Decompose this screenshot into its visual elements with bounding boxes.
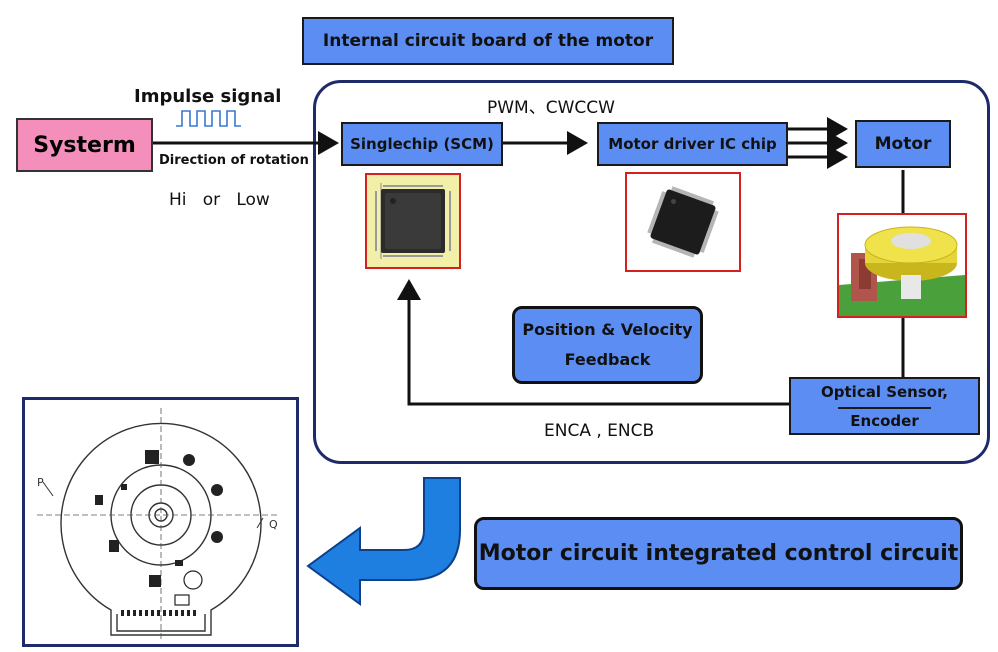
feedback-label-line1: Position & Velocity (522, 320, 693, 339)
small-ic-chip-icon (647, 186, 719, 258)
motor-driver-block: Motor driver IC chip (597, 122, 788, 166)
encoder-image (837, 213, 967, 318)
schematic-label-p: P (37, 476, 44, 489)
circuit-board-panel (313, 80, 990, 464)
big-curved-arrow-icon (306, 477, 461, 606)
scm-block: Singlechip (SCM) (341, 122, 503, 166)
scm-chip-image (365, 173, 461, 269)
enca-encb-label: ENCA , ENCB (544, 421, 655, 441)
motor-label: Motor (874, 134, 932, 154)
hi-low-label: Hi or Low (169, 190, 270, 210)
feedback-arrow (397, 279, 789, 406)
sensor-label-line2: Encoder (838, 407, 931, 434)
feedback-box: Position & Velocity Feedback (512, 306, 703, 384)
impulse-waveform-icon (176, 110, 241, 127)
qfp-chip-icon (367, 175, 459, 267)
motor-block: Motor (855, 120, 951, 168)
system-box: Systerm (16, 118, 153, 172)
sensor-label-line1: Optical Sensor, (821, 383, 948, 401)
pwm-label: PWM、CWCCW (487, 98, 615, 118)
diagram-title: Internal circuit board of the motor (302, 17, 674, 65)
direction-label: Direction of rotation (159, 153, 309, 168)
caption-box: Motor circuit integrated control circuit (474, 517, 963, 590)
optical-sensor-block: Optical Sensor, Encoder (789, 377, 980, 435)
schematic-label-q: Q (269, 518, 278, 531)
motor-pcb-schematic: P Q (22, 397, 299, 647)
feedback-label-line2: Feedback (564, 350, 651, 369)
pcb-drawing-icon: P Q (37, 408, 280, 640)
driver-chip-image (625, 172, 741, 272)
impulse-signal-label: Impulse signal (134, 86, 282, 107)
optical-encoder-icon (839, 215, 965, 316)
